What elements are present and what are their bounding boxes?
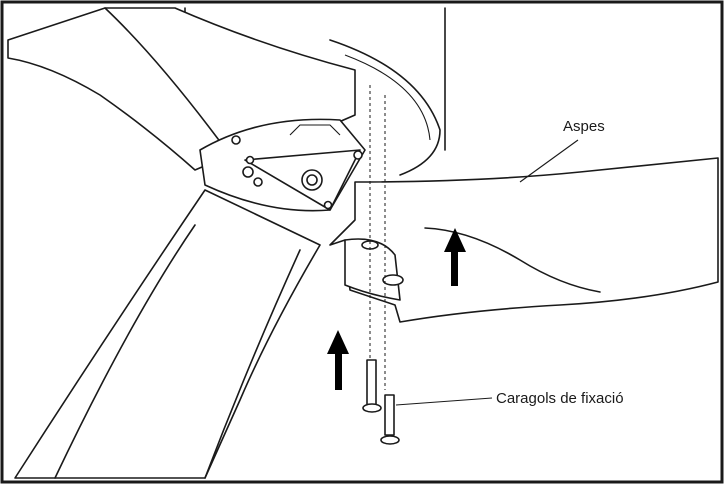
arrow-up-icon: [444, 228, 466, 286]
hub-screw: [323, 200, 333, 210]
hub-screw: [245, 155, 255, 165]
blade-bottom: [14, 189, 321, 479]
label-blades: Aspes: [563, 118, 605, 135]
blade-right: [329, 157, 719, 323]
hub-hole: [231, 135, 241, 145]
hub-hole: [242, 166, 254, 178]
blade-hole: [382, 274, 404, 286]
screw-2: [380, 394, 400, 445]
hub-hole: [253, 177, 263, 187]
arrow-up-icon: [327, 330, 349, 390]
screw-guides: [369, 85, 386, 390]
label-screws: Caragols de fixació: [496, 390, 624, 407]
leader-line-screws: [395, 397, 493, 406]
screw-1: [362, 359, 382, 413]
leader-line-blades: [519, 139, 579, 183]
hub-plate: [199, 118, 366, 212]
hub-screw: [353, 150, 363, 160]
